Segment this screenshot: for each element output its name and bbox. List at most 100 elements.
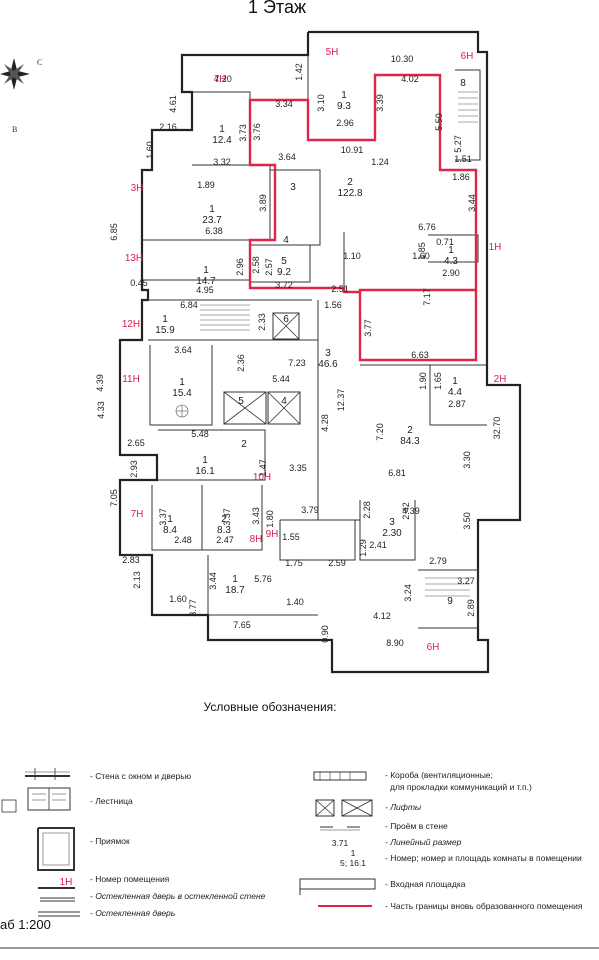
room-labels: 19.3112.42122.8123.7114.759.214.3115.934… xyxy=(155,90,462,596)
dimension-value: 2.90 xyxy=(442,268,460,278)
dimension-value: 8.90 xyxy=(386,638,404,648)
dimension-value: 2.16 xyxy=(159,122,177,132)
dimension-value: 1.40 xyxy=(286,597,304,607)
room-area: 46.6 xyxy=(318,359,338,370)
dimension-value: 7.65 xyxy=(233,620,251,630)
legend-item: - Лестница xyxy=(90,796,133,806)
dimension-value: 1.89 xyxy=(197,180,215,190)
room-area: 9.3 xyxy=(337,101,351,112)
room-label: 4 xyxy=(281,396,287,407)
dimension-value: 5.44 xyxy=(272,374,290,384)
new-room-boundary xyxy=(248,73,478,362)
dimension-value: 1.24 xyxy=(371,157,389,167)
room-area: 18.7 xyxy=(225,585,245,596)
legend-item: - Номер; номер и площадь комнаты в помещ… xyxy=(385,853,582,863)
dimension-value: 2.57 xyxy=(264,258,274,276)
dimension-value: 7.17 xyxy=(422,288,432,306)
dimension-value: 3.37 xyxy=(158,508,168,526)
room-area: 8.3 xyxy=(217,525,231,536)
legend-item: - Стена с окном и дверью xyxy=(90,771,192,781)
room-area: 9.2 xyxy=(277,267,291,278)
legend-room-sample: 5; 16.1 xyxy=(340,858,366,868)
room-number: 1 xyxy=(341,90,347,101)
dimension-value: 6.76 xyxy=(418,222,436,232)
room-label: 4 xyxy=(283,235,289,246)
dimension-value: 3.35 xyxy=(289,463,307,473)
dimension-value: 0.45 xyxy=(130,278,148,288)
room-area: 23.7 xyxy=(202,215,222,226)
legend-title: Условные обозначения: xyxy=(204,700,337,714)
entry-platform-symbol-icon xyxy=(299,878,376,895)
entry-label: 5Н xyxy=(326,47,339,58)
dimension-value: 3.72 xyxy=(275,280,293,290)
dimension-value: 1.75 xyxy=(285,558,303,568)
dimension-value: 2.28 xyxy=(362,501,372,519)
dimension-value: 4.39 xyxy=(402,506,420,516)
building-walls xyxy=(118,30,522,674)
dimension-value: 7.23 xyxy=(288,358,306,368)
room-number: 2 xyxy=(347,177,353,188)
room-area: 12.4 xyxy=(212,135,232,146)
dimension-value: 10.30 xyxy=(391,54,414,64)
dimension-value: 2.79 xyxy=(429,556,447,566)
room-area: 4.3 xyxy=(444,256,458,267)
dimension-value: 2.96 xyxy=(235,258,245,276)
dimension-value: 1.80 xyxy=(265,510,275,528)
dimension-value: 1.86 xyxy=(452,172,470,182)
dimension-value: 3.37 xyxy=(222,508,232,526)
stair-icon xyxy=(175,91,478,597)
room-number: 1 xyxy=(179,377,185,388)
page-title: 1 Этаж xyxy=(248,0,306,17)
legend-item: - Проём в стене xyxy=(385,821,448,831)
elevator-icon xyxy=(223,312,301,425)
legend-room-sample-top: 1 xyxy=(351,848,356,858)
dimension-value: 3.43 xyxy=(251,507,261,525)
dimension-value: 1.47 xyxy=(258,459,268,477)
entry-label: 6Н xyxy=(461,51,474,62)
dimension-value: 10.91 xyxy=(341,145,364,155)
entry-label: 10Н xyxy=(253,472,271,483)
entry-label: 6Н xyxy=(427,642,440,653)
room-area: 4.4 xyxy=(448,387,462,398)
room-label: 6 xyxy=(283,314,289,325)
room-area: 84.3 xyxy=(400,436,420,447)
dimension-value: 5.50 xyxy=(434,113,444,131)
room-label: 8 xyxy=(460,78,466,89)
compass-south-label: В xyxy=(12,125,17,134)
duct-symbol-icon xyxy=(313,771,367,781)
dimension-value: 3.77 xyxy=(188,599,198,617)
legend-item: - Линейный размер xyxy=(385,837,462,847)
dimension-value: 1.55 xyxy=(282,532,300,542)
pit-symbol-icon xyxy=(37,827,75,871)
entry-label: 13Н xyxy=(125,253,143,264)
dimension-value: 4.02 xyxy=(401,74,419,84)
room-number: 5 xyxy=(281,256,287,267)
entry-label: 1Н xyxy=(489,242,502,253)
dimension-value: 5.76 xyxy=(254,574,272,584)
dimension-value: 2.87 xyxy=(448,399,466,409)
dimension-value: 3.10 xyxy=(316,94,326,112)
legend-item: - Приямок xyxy=(90,836,130,846)
entry-label: 3Н xyxy=(131,183,144,194)
dimension-value: 2.65 xyxy=(127,438,145,448)
legend-item: - Номер помещения xyxy=(90,874,170,884)
dimension-value: 7.20 xyxy=(375,423,385,441)
dimension-value: 3.73 xyxy=(238,124,248,142)
legend-item: - Остекленная дверь в остекленной стене xyxy=(90,891,266,901)
dimension-value: 2.51 xyxy=(331,284,349,294)
room-number: 1 xyxy=(167,514,173,525)
room-number: 3 xyxy=(389,517,395,528)
room-label: 5 xyxy=(238,396,244,407)
dimension-value: 2.89 xyxy=(466,599,476,617)
legend-item: - Остекленная дверь xyxy=(90,908,175,918)
dimension-value: 2.33 xyxy=(257,313,267,331)
dimension-value: 4.33 xyxy=(96,401,106,419)
dimension-value: 7.05 xyxy=(109,489,119,507)
elevator-symbol-icon xyxy=(315,799,373,817)
legend-item: - Короба (вентиляционные; xyxy=(385,770,493,780)
compass-icon: С В xyxy=(0,58,42,134)
room-area: 122.8 xyxy=(337,188,362,199)
dimension-value: 2.83 xyxy=(122,555,140,565)
entry-label: 11Н xyxy=(122,374,140,385)
